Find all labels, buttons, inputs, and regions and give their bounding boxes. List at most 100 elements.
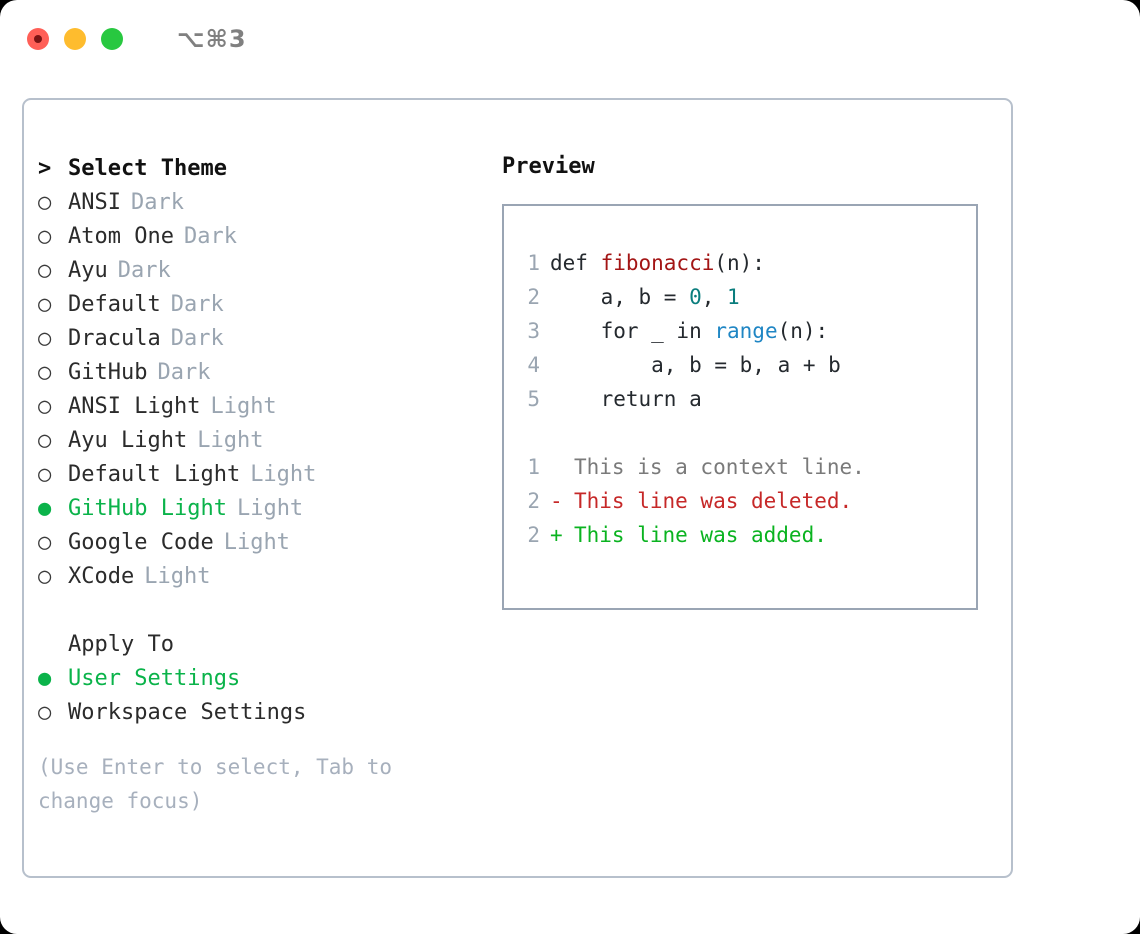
theme-list-item[interactable]: ○ ANSI Light Light bbox=[38, 390, 478, 424]
preview-title: Preview bbox=[502, 154, 595, 179]
theme-name-label: Ayu bbox=[68, 258, 108, 283]
window-controls bbox=[27, 28, 123, 50]
radio-selected-icon: ● bbox=[38, 666, 52, 691]
radio-unselected-icon: ○ bbox=[38, 530, 52, 555]
theme-variant-label: Light bbox=[210, 394, 277, 419]
diff-sign: - bbox=[550, 489, 563, 513]
apply-to-marker-placeholder bbox=[38, 628, 68, 662]
theme-variant-label: Dark bbox=[157, 360, 211, 385]
minimize-button[interactable] bbox=[64, 28, 86, 50]
radio-unselected-icon: ○ bbox=[38, 700, 52, 725]
code-token: (n): bbox=[777, 319, 829, 343]
code-line: 4 a, b = b, a + b bbox=[504, 348, 976, 382]
code-line-content: for _ in range(n): bbox=[550, 314, 829, 348]
diff-line-content: This is a context line. bbox=[574, 455, 865, 479]
close-button[interactable] bbox=[27, 28, 49, 50]
theme-name-label: Google Code bbox=[68, 530, 214, 555]
radio-unselected-icon: ○ bbox=[38, 292, 52, 317]
code-token: 1 bbox=[727, 285, 740, 309]
diff-sign bbox=[550, 450, 574, 484]
code-token: return a bbox=[550, 387, 702, 411]
theme-name-label: XCode bbox=[68, 564, 135, 589]
code-token: a, b = b, a + b bbox=[550, 353, 841, 377]
apply-to-heading: Apply To bbox=[38, 628, 478, 662]
radio-unselected-icon: ○ bbox=[38, 190, 52, 215]
theme-name-label: Default bbox=[68, 292, 161, 317]
radio-unselected-icon: ○ bbox=[38, 462, 52, 487]
theme-variant-label: Dark bbox=[183, 224, 237, 249]
theme-variant-label: Dark bbox=[117, 258, 171, 283]
apply-to-heading-label: Apply To bbox=[68, 632, 174, 657]
theme-name-label: GitHub bbox=[68, 360, 148, 385]
theme-name-label: Default Light bbox=[68, 462, 241, 487]
code-token: range bbox=[714, 319, 778, 343]
theme-list-item[interactable]: ○ Default Light Light bbox=[38, 458, 478, 492]
apply-to-label: Workspace Settings bbox=[68, 700, 307, 725]
diff-line: 2+This line was added. bbox=[504, 518, 976, 552]
theme-name-label: ANSI bbox=[68, 190, 121, 215]
radio-unselected-icon: ○ bbox=[38, 326, 52, 351]
code-token: 0 bbox=[689, 285, 702, 309]
code-line: 3 for _ in range(n): bbox=[504, 314, 976, 348]
caret-icon: > bbox=[38, 156, 52, 181]
theme-variant-label: Light bbox=[236, 496, 304, 521]
code-token: (n): bbox=[714, 251, 765, 275]
apply-to-item[interactable]: ○ Workspace Settings bbox=[38, 696, 478, 730]
maximize-button[interactable] bbox=[101, 28, 123, 50]
theme-variant-label: Dark bbox=[170, 326, 224, 351]
radio-unselected-icon: ○ bbox=[38, 360, 52, 385]
preview-gap bbox=[504, 416, 976, 450]
diff-line-content: This line was deleted. bbox=[574, 489, 853, 513]
radio-unselected-icon: ○ bbox=[38, 394, 52, 419]
keyboard-hint-text: (Use Enter to select, Tab to change focu… bbox=[38, 755, 393, 813]
theme-list-item[interactable]: ○ Dracula Dark bbox=[38, 322, 478, 356]
diff-line: 2-This line was deleted. bbox=[504, 484, 976, 518]
theme-list-item[interactable]: ○ Default Dark bbox=[38, 288, 478, 322]
code-token: for _ in bbox=[550, 319, 715, 343]
code-line-content: a, b = b, a + b bbox=[550, 348, 841, 382]
diff-sample: 1 This is a context line.2-This line was… bbox=[504, 450, 976, 552]
theme-name-label: ANSI Light bbox=[68, 394, 201, 419]
select-theme-heading-label: Select Theme bbox=[68, 156, 227, 181]
apply-to-item[interactable]: ● User Settings bbox=[38, 662, 478, 696]
radio-unselected-icon: ○ bbox=[38, 564, 52, 589]
theme-list-item[interactable]: ○ GitHub Dark bbox=[38, 356, 478, 390]
theme-variant-label: Light bbox=[197, 428, 264, 453]
code-line-content: a, b = 0, 1 bbox=[550, 280, 740, 314]
select-theme-heading: > Select Theme bbox=[38, 152, 478, 186]
line-number: 4 bbox=[527, 353, 540, 377]
theme-name-label: Ayu Light bbox=[68, 428, 188, 453]
line-number: 5 bbox=[527, 387, 540, 411]
theme-name-label: Dracula bbox=[68, 326, 161, 351]
code-token: def bbox=[550, 251, 601, 275]
theme-variant-label: Dark bbox=[170, 292, 224, 317]
code-line: 2 a, b = 0, 1 bbox=[504, 280, 976, 314]
diff-sign: + bbox=[550, 523, 563, 547]
radio-selected-icon: ● bbox=[38, 496, 52, 521]
apply-to-list: ● User Settings ○ Workspace Settings bbox=[38, 662, 478, 730]
theme-variant-label: Dark bbox=[130, 190, 184, 215]
code-line-content: def fibonacci(n): bbox=[550, 246, 765, 280]
line-number: 2 bbox=[527, 523, 540, 547]
theme-variant-label: Light bbox=[250, 462, 317, 487]
line-number: 2 bbox=[527, 489, 540, 513]
line-number: 2 bbox=[527, 285, 540, 309]
theme-name-label: Atom One bbox=[68, 224, 174, 249]
code-token: a, b = bbox=[550, 285, 690, 309]
apply-to-label: User Settings bbox=[68, 666, 241, 691]
theme-list-item[interactable]: ○ ANSI Dark bbox=[38, 186, 478, 220]
